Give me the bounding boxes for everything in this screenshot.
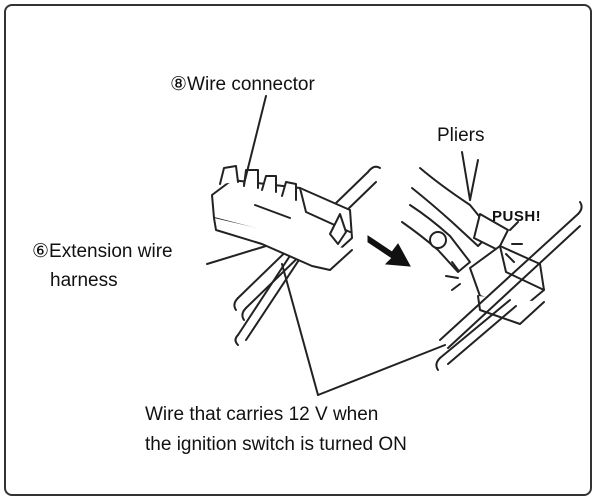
direction-arrow <box>367 235 411 267</box>
pliers-label: Pliers <box>437 125 485 146</box>
ignition-wire-note-line2: the ignition switch is turned ON <box>145 434 407 455</box>
pliers <box>401 159 509 273</box>
extension-wire-label-line2: harness <box>50 270 118 291</box>
wire-connector-label: ⑧Wire connector <box>170 74 315 95</box>
leader-extension <box>206 245 267 265</box>
wire-connector-left <box>211 165 353 271</box>
ignition-wire-note-line1: Wire that carries 12 V when <box>145 404 379 425</box>
extension-wire-label: ⑥Extension wire <box>32 241 173 262</box>
leader-note-right <box>317 344 446 396</box>
leader-note-left <box>281 263 319 396</box>
spark-marks <box>445 261 461 291</box>
wires-right <box>435 201 583 371</box>
figure-frame <box>4 4 592 496</box>
leader-wire-connector <box>243 95 267 185</box>
push-burst <box>505 221 523 263</box>
leader-pliers <box>461 151 471 201</box>
push-label: PUSH! <box>492 208 542 225</box>
wire-connector-right <box>469 245 545 325</box>
